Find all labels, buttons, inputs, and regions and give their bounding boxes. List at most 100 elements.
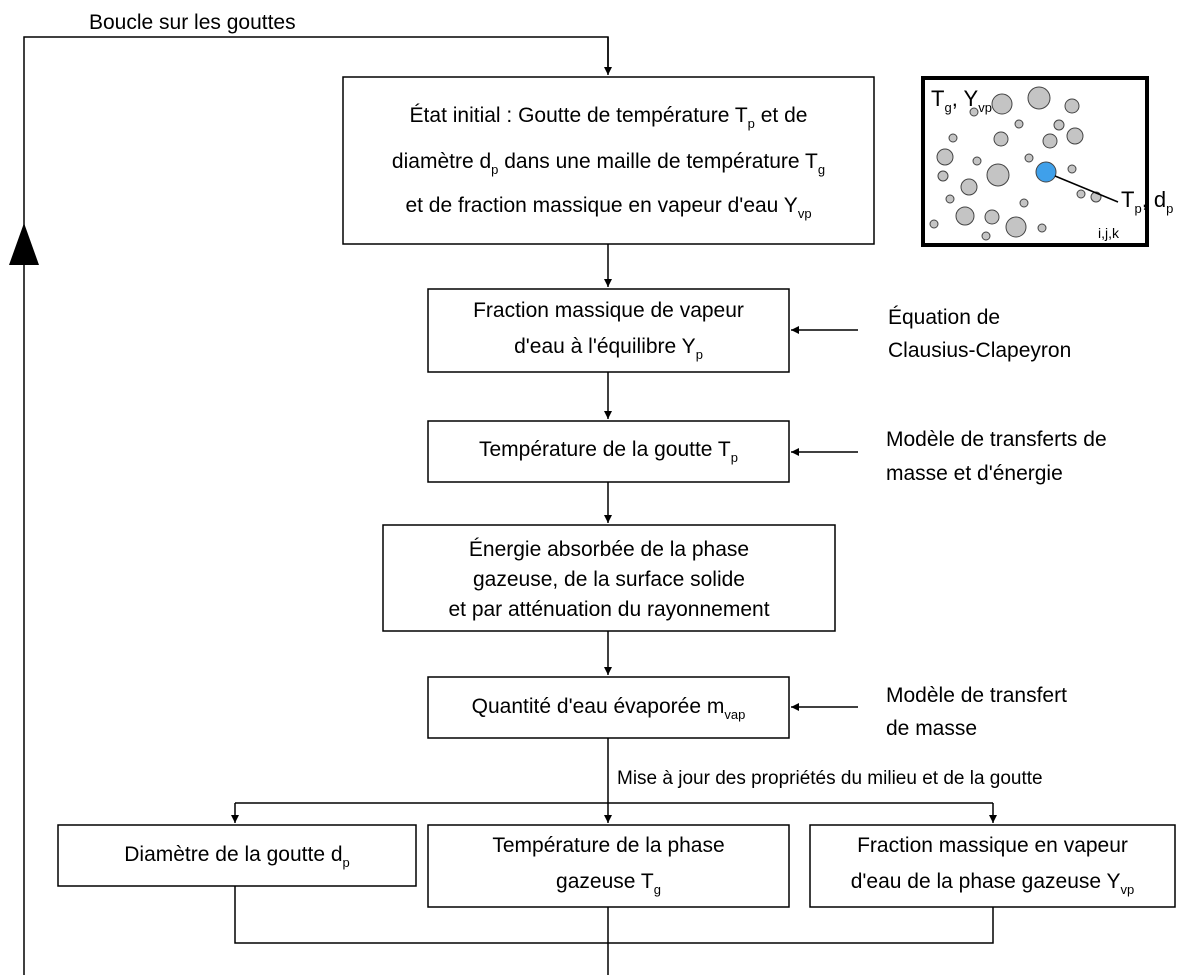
initial-state-text-5: et de fraction massique en vapeur d'eau …	[405, 194, 798, 217]
subscript: g	[817, 162, 826, 177]
equilibrium-text: Fraction massique de vapeur d'eau à l'éq…	[428, 289, 789, 372]
subscript: g	[653, 882, 661, 897]
box-droplet-diameter	[57, 824, 417, 887]
side-label-transfers-1: Modèle de transferts de	[886, 428, 1107, 451]
absorbed-energy-line-1: Énergie absorbée de la phase	[468, 538, 750, 561]
subscript: vp	[797, 206, 812, 221]
subscript: g	[944, 100, 952, 115]
droplet	[955, 206, 975, 226]
gas-temperature-label: gazeuse T	[556, 870, 654, 893]
subscript: p	[342, 855, 350, 870]
droplet	[1014, 119, 1024, 129]
droplet	[936, 148, 954, 166]
subscript: vp	[978, 100, 992, 115]
absorbed-energy-line-3: et par atténuation du rayonnement	[448, 598, 770, 621]
droplet	[948, 133, 958, 143]
equilibrium-line-2: d'eau à l'équilibre Yp	[428, 336, 789, 361]
equilibrium-line-1: Fraction massique de vapeur	[473, 299, 744, 322]
droplet	[1064, 98, 1080, 114]
merge-line	[234, 886, 994, 944]
droplet-temperature-text: Température de la goutte Tp	[428, 421, 789, 482]
cell-label-tg-yvp: Tg, Yvp	[931, 86, 992, 115]
update-label: Mise à jour des propriétés du milieu et …	[617, 768, 1043, 789]
droplet	[937, 170, 949, 182]
gas-temperature-line-2: gazeuse Tg	[428, 871, 789, 896]
droplet	[991, 93, 1013, 115]
droplet-diameter-line-1: Diamètre de la goutte dp	[58, 844, 416, 869]
droplet	[929, 219, 939, 229]
subscript: vap	[724, 707, 746, 722]
subscript: p	[695, 347, 703, 362]
initial-state-text: État initial : Goutte de température Tp …	[343, 77, 874, 244]
droplet-diameter-label: Diamètre de la goutte d	[124, 843, 343, 866]
vapor-fraction-line-2: d'eau de la phase gazeuse Yvp	[810, 871, 1175, 896]
droplet	[993, 131, 1009, 147]
box-absorbed-energy	[382, 524, 836, 632]
evaporated-water-line-1: Quantité d'eau évaporée mvap	[428, 696, 789, 721]
subscript: p	[1134, 201, 1142, 216]
subscript: p	[1166, 201, 1174, 216]
droplet-tracked	[1035, 161, 1057, 183]
gas-temperature-line-1: Température de la phase	[492, 834, 725, 857]
droplet	[1027, 86, 1051, 110]
cell-t: T	[931, 86, 945, 111]
box-initial-state	[342, 76, 875, 245]
side-label-clausius-2: Clausius-Clapeyron	[888, 339, 1072, 362]
subscript: p	[491, 162, 499, 177]
droplet	[960, 178, 978, 196]
droplets	[929, 86, 1102, 241]
loop-label: Boucle sur les gouttes	[89, 11, 296, 34]
loop-arrow-head	[9, 223, 39, 265]
droplet	[1042, 133, 1058, 149]
vapor-fraction-label: d'eau de la phase gazeuse Y	[850, 870, 1121, 893]
evaporated-water-label: Quantité d'eau évaporée m	[471, 695, 725, 718]
droplet	[1053, 119, 1065, 131]
droplet	[1024, 153, 1034, 163]
droplet	[972, 156, 982, 166]
initial-state-text-2: et de	[754, 104, 808, 127]
gas-temperature-text: Température de la phase gazeuse Tg	[428, 825, 789, 907]
initial-state-line-3: et de fraction massique en vapeur d'eau …	[343, 195, 874, 220]
initial-state-text-1: État initial : Goutte de température T	[409, 104, 748, 127]
initial-state-line-2: diamètre dp dans une maille de températu…	[343, 151, 874, 176]
cell-sep: , Y	[951, 86, 979, 111]
subscript: p	[747, 116, 755, 131]
callout-sep: , d	[1141, 187, 1167, 212]
side-label-clausius-1: Équation de	[888, 306, 1001, 329]
droplet-temperature-line-1: Température de la goutte Tp	[428, 439, 789, 464]
subscript: vp	[1120, 882, 1135, 897]
box-vapor-fraction	[809, 824, 1176, 908]
side-label-transfers-2: masse et d'énergie	[886, 462, 1063, 485]
callout-t: T	[1121, 187, 1135, 212]
callout-label: Tp, dp	[1121, 187, 1174, 216]
droplet	[984, 209, 1000, 225]
droplet-diameter-text: Diamètre de la goutte dp	[58, 825, 416, 886]
initial-state-line-1: État initial : Goutte de température Tp …	[343, 105, 874, 130]
droplet	[1037, 223, 1047, 233]
box-droplet-temperature	[427, 420, 790, 483]
vapor-fraction-text: Fraction massique en vapeur d'eau de la …	[810, 825, 1175, 907]
droplet	[969, 107, 979, 117]
droplet	[1005, 216, 1027, 238]
droplet	[986, 163, 1010, 187]
absorbed-energy-line-2: gazeuse, de la surface solide	[472, 568, 745, 591]
droplet	[1067, 164, 1077, 174]
droplet-temperature-label: Température de la goutte T	[479, 438, 731, 461]
evaporated-water-text: Quantité d'eau évaporée mvap	[428, 677, 789, 738]
subscript: p	[730, 450, 738, 465]
droplet	[1066, 127, 1084, 145]
side-label-mass-transfer-1: Modèle de transfert	[886, 684, 1067, 707]
droplet	[1019, 198, 1029, 208]
absorbed-energy-text: Énergie absorbée de la phase gazeuse, de…	[383, 525, 835, 631]
droplet	[981, 231, 991, 241]
droplet	[945, 194, 955, 204]
box-equilibrium	[427, 288, 790, 373]
vapor-fraction-line-1: Fraction massique en vapeur	[857, 834, 1128, 857]
initial-state-text-3: diamètre d	[391, 150, 492, 173]
side-label-mass-transfer-2: de masse	[886, 717, 978, 740]
cell-index-label: i,j,k	[1098, 225, 1119, 241]
callout-line	[1054, 175, 1119, 203]
equilibrium-text-2: d'eau à l'équilibre Y	[514, 335, 696, 358]
initial-state-text-4: dans une maille de température T	[498, 150, 818, 173]
